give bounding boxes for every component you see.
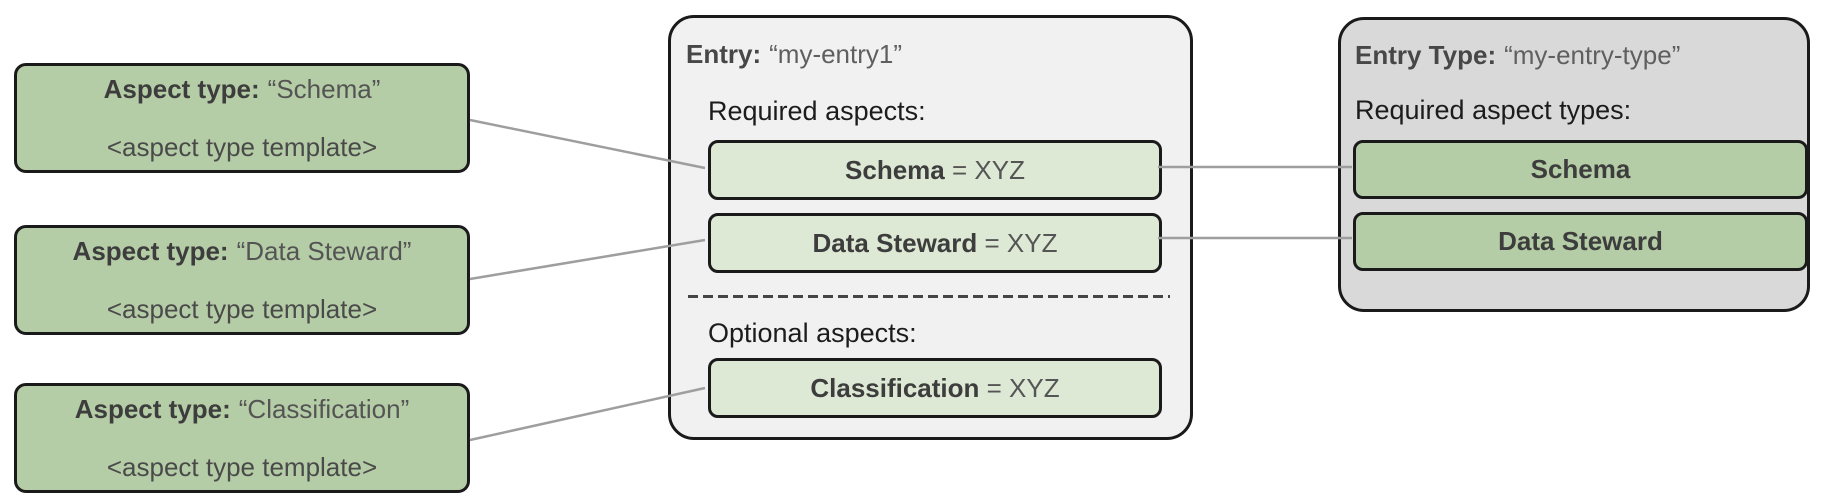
entry-type-aspect-schema: Schema <box>1353 140 1808 199</box>
aspect-type-template-placeholder: <aspect type template> <box>106 294 378 324</box>
aspect-value: = XYZ <box>979 372 1060 403</box>
required-aspect-types-label: Required aspect types: <box>1355 95 1632 125</box>
aspect-type-template-placeholder: <aspect type template> <box>106 132 378 162</box>
entry-aspect-schema: Schema = XYZ <box>708 140 1162 200</box>
required-optional-divider <box>688 295 1170 298</box>
entry-type-title: Entry Type:“my-entry-type” <box>1355 38 1680 72</box>
entry-aspect-classification: Classification = XYZ <box>708 358 1162 418</box>
aspect-type-label: Aspect type: <box>74 394 231 424</box>
entry-title-label: Entry: <box>686 39 762 69</box>
optional-aspects-label: Optional aspects: <box>708 318 917 348</box>
entry-type-title-label: Entry Type: <box>1355 40 1497 70</box>
entry-type-aspect-data-steward: Data Steward <box>1353 212 1808 271</box>
entry-aspect-data-steward: Data Steward = XYZ <box>708 213 1162 273</box>
entry-name: “my-entry1” <box>769 39 903 69</box>
aspect-type-title: Aspect type:“Data Steward” <box>73 234 412 268</box>
aspect-value: = XYZ <box>944 154 1025 185</box>
aspect-name: Schema <box>845 154 945 185</box>
aspect-type-label: Aspect type: <box>72 236 229 266</box>
aspect-name: Classification <box>810 372 980 403</box>
aspect-type-title: Aspect type:“Classification” <box>75 392 410 426</box>
aspect-type-title: Aspect type:“Schema” <box>104 72 381 106</box>
aspect-type-name: “Data Steward” <box>236 236 412 266</box>
aspect-type-label: Aspect type: <box>103 74 260 104</box>
aspect-type-box-schema: Aspect type:“Schema” <aspect type templa… <box>14 63 470 173</box>
aspect-type-name: “Schema” <box>267 74 381 104</box>
entry-box: Entry:“my-entry1” Required aspects: Sche… <box>668 15 1193 440</box>
aspect-value: = XYZ <box>977 227 1058 258</box>
aspect-type-template-placeholder: <aspect type template> <box>106 452 378 482</box>
entry-type-name: “my-entry-type” <box>1504 40 1681 70</box>
required-aspects-label: Required aspects: <box>708 96 926 126</box>
aspect-type-box-classification: Aspect type:“Classification” <aspect typ… <box>14 383 470 493</box>
aspect-type-box-data-steward: Aspect type:“Data Steward” <aspect type … <box>14 225 470 335</box>
entry-title: Entry:“my-entry1” <box>686 37 902 71</box>
entry-type-box: Entry Type:“my-entry-type” Required aspe… <box>1338 17 1810 312</box>
aspect-name: Data Steward <box>812 227 978 258</box>
aspect-type-name: “Classification” <box>238 394 410 424</box>
